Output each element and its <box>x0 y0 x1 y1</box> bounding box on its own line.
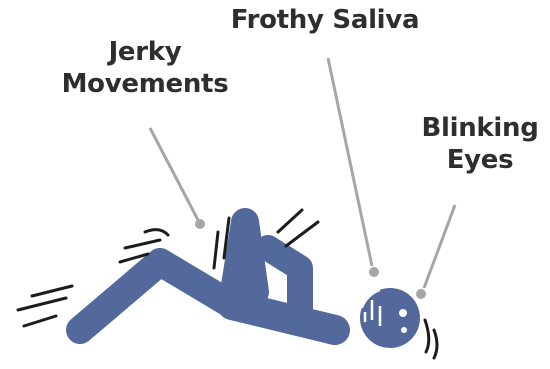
leader-blink <box>424 205 455 288</box>
leader-jerky-dot <box>195 219 205 229</box>
motion-line-10 <box>24 316 56 326</box>
eye-icon <box>399 309 407 317</box>
leader-blink-dot <box>416 289 426 299</box>
motion-line-9 <box>18 298 66 310</box>
leg-back <box>80 262 232 330</box>
leader-jerky <box>150 128 198 220</box>
leader-froth <box>328 58 372 266</box>
motion-line-12 <box>434 330 437 358</box>
motion-line-4 <box>214 232 218 268</box>
leader-froth-dot <box>369 267 379 277</box>
motion-line-11 <box>425 320 429 352</box>
eye-icon-2 <box>401 327 407 333</box>
motion-line-6 <box>278 210 302 232</box>
motion-line-7 <box>286 222 318 246</box>
motion-line-1 <box>145 230 168 235</box>
torso <box>232 305 335 330</box>
motion-line-2 <box>125 240 160 248</box>
motion-line-8 <box>32 286 72 296</box>
figure-body <box>80 222 420 348</box>
